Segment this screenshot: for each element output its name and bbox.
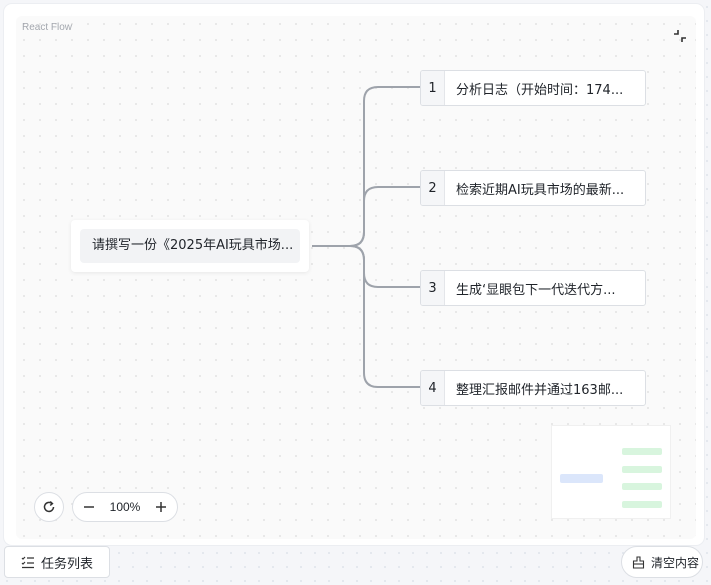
task-number: 1 (421, 71, 445, 105)
task-label: 检索近期AI玩具市场的最新... (456, 182, 625, 198)
minimap-root-node (560, 474, 603, 483)
edge-2 (312, 186, 420, 247)
task-number: 4 (421, 371, 445, 405)
task-list-label: 任务列表 (41, 556, 94, 572)
fit-view-button[interactable] (672, 28, 688, 44)
minimap-task-node (622, 448, 662, 455)
clear-content-label: 清空内容 (651, 555, 700, 570)
zoom-out-button[interactable] (79, 497, 99, 517)
refresh-icon (43, 501, 55, 513)
edge-1 (312, 86, 420, 247)
flow-controls: 100% (34, 492, 178, 522)
task-label: 分析日志（开始时间：174... (456, 82, 624, 98)
clear-content-button[interactable]: 清空内容 (621, 546, 703, 578)
fit-view-icon (674, 30, 686, 42)
list-icon (21, 556, 34, 569)
flow-panel: React Flow 请撰写一份《2025年AI玩具市场... 1 分析日志（开… (4, 4, 704, 545)
minimap[interactable] (552, 426, 670, 518)
task-list-button[interactable]: 任务列表 (4, 546, 110, 578)
react-flow-attribution[interactable]: React Flow (22, 22, 73, 33)
task-number: 2 (421, 171, 445, 205)
minimap-task-node (622, 483, 662, 490)
root-node[interactable]: 请撰写一份《2025年AI玩具市场... (71, 220, 309, 272)
zoom-in-icon (156, 502, 166, 512)
refresh-button[interactable] (34, 492, 64, 522)
minimap-task-node (622, 501, 662, 508)
broom-icon (632, 555, 645, 569)
task-node-4[interactable]: 4 整理汇报邮件并通过163邮... (420, 370, 646, 406)
task-node-3[interactable]: 3 生成‘显眼包下一代迭代方... (420, 270, 646, 306)
zoom-level: 100% (109, 500, 141, 514)
task-node-2[interactable]: 2 检索近期AI玩具市场的最新... (420, 170, 646, 206)
task-label: 生成‘显眼包下一代迭代方... (456, 282, 616, 298)
flow-edges (312, 86, 420, 388)
root-node-label: 请撰写一份《2025年AI玩具市场... (80, 229, 300, 263)
zoom-controls: 100% (72, 492, 178, 522)
edge-4 (312, 245, 420, 388)
task-node-1[interactable]: 1 分析日志（开始时间：174... (420, 70, 646, 106)
zoom-in-button[interactable] (151, 497, 171, 517)
edge-3 (312, 245, 420, 288)
task-number: 3 (421, 271, 445, 305)
zoom-out-icon (84, 506, 94, 508)
flow-canvas[interactable]: React Flow 请撰写一份《2025年AI玩具市场... 1 分析日志（开… (16, 16, 696, 539)
task-label: 整理汇报邮件并通过163邮... (456, 382, 624, 398)
minimap-task-node (622, 466, 662, 473)
